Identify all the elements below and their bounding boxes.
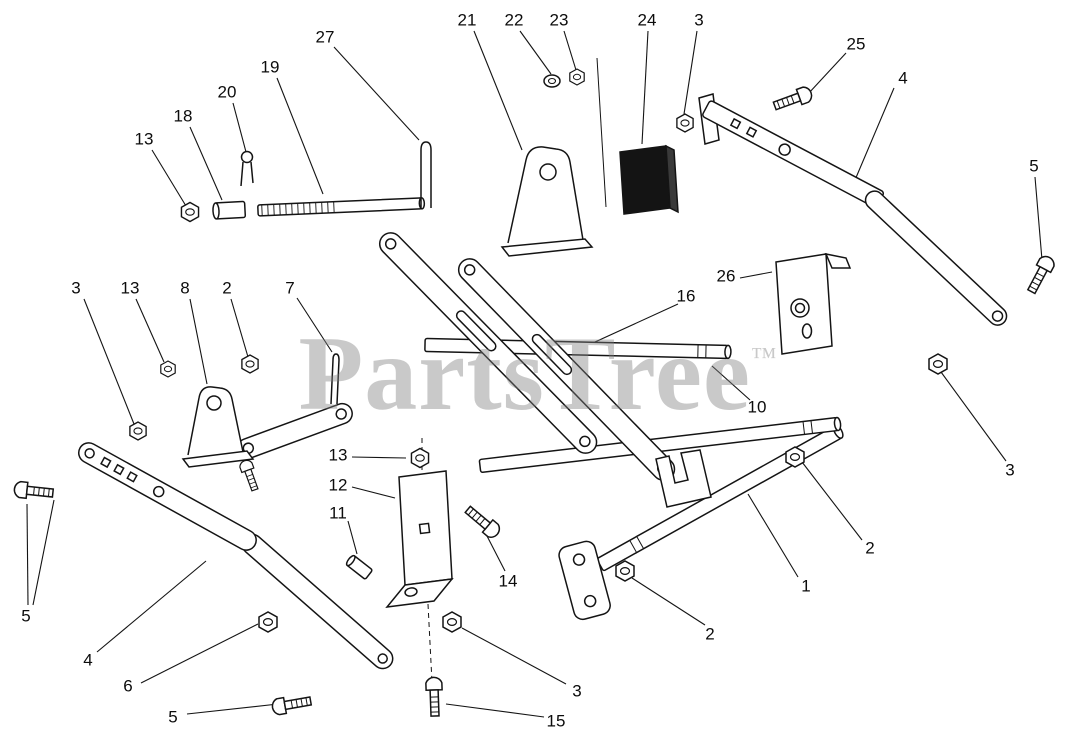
callout-3-13: 3 (71, 278, 81, 298)
callout-10-20: 10 (747, 397, 767, 417)
callout-3-29: 3 (572, 681, 582, 701)
callout-13-14: 13 (120, 278, 140, 298)
leader-lines (26, 30, 1043, 718)
callout-27-4: 27 (315, 27, 335, 47)
callout-11-24: 11 (329, 503, 347, 523)
callout-25-10: 25 (846, 34, 866, 54)
callout-6-32: 6 (123, 676, 133, 696)
callout-23-7: 23 (549, 10, 569, 30)
callout-4-31: 4 (83, 650, 93, 670)
callout-18-1: 18 (173, 106, 193, 126)
callout-3-9: 3 (694, 10, 704, 30)
callout-14-25: 14 (498, 571, 518, 591)
callout-16-19: 16 (676, 286, 696, 306)
part-7-pin (330, 353, 340, 405)
callout-7-17: 7 (285, 278, 295, 298)
callout-15-34: 15 (546, 711, 566, 731)
part-8-bracket (181, 386, 255, 468)
callout-2-26: 2 (865, 538, 875, 558)
callout-5-12: 5 (1029, 156, 1039, 176)
part-18-spacer (212, 200, 247, 220)
callout-3-21: 3 (1005, 460, 1015, 480)
callout-20-2: 20 (217, 82, 237, 102)
callout-2-28: 2 (705, 624, 715, 644)
callout-21-5: 21 (457, 10, 477, 30)
callout-19-3: 19 (260, 57, 280, 77)
callout-5-33: 5 (168, 707, 178, 727)
clevis-fork (655, 449, 712, 508)
part-19-rod (257, 197, 426, 217)
callout-8-15: 8 (180, 278, 190, 298)
callout-24-8: 24 (637, 10, 657, 30)
part-4-left-bar (77, 442, 394, 670)
part-16-bar-upper (378, 232, 598, 454)
part-12-bracket (385, 470, 454, 608)
callout-13-22: 13 (328, 445, 348, 465)
callout-1-27: 1 (801, 576, 811, 596)
part-26-bracket (775, 252, 852, 355)
part-20-cotter-pin (240, 150, 254, 187)
callout-2-16: 2 (222, 278, 232, 298)
part-21-bracket (500, 146, 594, 257)
part-27-pin (420, 141, 432, 208)
callout-13-0: 13 (134, 129, 154, 149)
part-24-pad (619, 144, 679, 215)
callout-22-6: 22 (504, 10, 524, 30)
callout-12-23: 12 (328, 475, 348, 495)
part-11-spacer (345, 554, 373, 580)
part-4-right-bar (698, 93, 1008, 326)
part-1-lift-rod (558, 424, 844, 621)
callout-4-11: 4 (898, 68, 908, 88)
callout-5-30: 5 (21, 606, 31, 626)
callout-26-18: 26 (716, 266, 736, 286)
